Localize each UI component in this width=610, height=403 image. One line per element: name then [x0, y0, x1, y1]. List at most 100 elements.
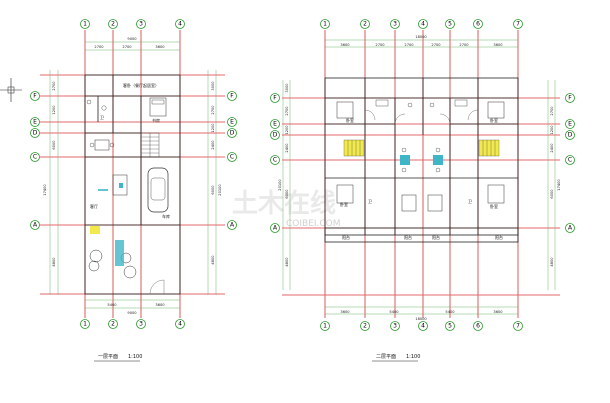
- axis-bubbles-top: 1 2 3 4 5 6 7: [320, 19, 523, 29]
- axis-bubbles-left: F E D C A: [30, 91, 40, 230]
- dim-bottom-4: 3600: [493, 310, 503, 314]
- sofa-icon: [112, 174, 128, 196]
- axis-label: F: [273, 95, 277, 102]
- axis-label: 2: [363, 21, 367, 28]
- watermark-text: 土木在线: [232, 189, 336, 219]
- dimension-lines: [49, 41, 217, 309]
- axis-bubbles-top: 1 2 3 4: [80, 19, 185, 29]
- plan-scale: 1:100: [128, 354, 142, 360]
- room-label-bath: 卫: [468, 199, 472, 204]
- dim-bottom-total: 9000: [127, 311, 137, 315]
- dim-left-4: 6000: [52, 140, 56, 150]
- axis-label: E: [230, 119, 234, 126]
- axis-bubbles-right: F E D C A: [565, 93, 575, 233]
- dimension-lines: [282, 39, 556, 315]
- dining-table-icon: [400, 147, 443, 173]
- dim-right-5: 4800: [550, 257, 554, 267]
- second-floor-plan: 卧室 卧室 卧室 卧室 阳台 阳台 阳台 阳台 卫 卫 18000 3600 2…: [270, 19, 575, 362]
- axis-label: 1: [83, 21, 87, 28]
- room-label-balcony: 阳台: [432, 234, 440, 240]
- plan-title: 一层平面: [98, 354, 118, 360]
- room-label-bedroom: 卧室: [490, 203, 498, 209]
- car-icon: [147, 167, 169, 213]
- axis-label: 5: [448, 323, 452, 330]
- axis-label: 1: [83, 321, 87, 328]
- axis-label: 6: [476, 323, 480, 330]
- axis-label: 2: [363, 323, 367, 330]
- dim-bottom-total: 18000: [415, 317, 427, 321]
- axis-label: 3: [139, 21, 143, 28]
- dim-left-5: 4800: [52, 257, 56, 267]
- axis-label: 6: [476, 21, 480, 28]
- furniture: [336, 99, 505, 212]
- plan-scale: 1:100: [406, 354, 420, 360]
- dim-right-3: 2400: [550, 143, 554, 153]
- room-label-bath: 卫: [100, 115, 104, 120]
- axis-bubbles-left: F E D C A: [270, 93, 280, 233]
- toilet-icon: [101, 105, 107, 111]
- axis-bubbles-bottom: 1 2 3 4 5 6 7: [320, 321, 523, 331]
- axis-grid: [40, 30, 225, 318]
- axis-label: C: [230, 154, 234, 161]
- axis-label: F: [33, 93, 37, 100]
- dim-top-6: 3600: [493, 43, 503, 47]
- dim-left-total: 20100: [278, 179, 282, 191]
- dim-top-4: 2700: [431, 43, 441, 47]
- room-labels: 客卧（餐厅起居室） 卫 书房 客厅 车库: [90, 82, 170, 219]
- room-label-bedroom: 卧室: [346, 117, 354, 123]
- dim-top-3: 2700: [404, 43, 414, 47]
- watermark-subtext: COIBEI.COM: [286, 219, 341, 229]
- walls: [324, 77, 519, 243]
- walls: [84, 74, 181, 295]
- plan-title: 二层平面: [376, 354, 396, 360]
- dim-top-3: 3600: [155, 45, 165, 49]
- dim-right-2: 1200: [550, 125, 554, 135]
- axis-label: 7: [516, 323, 520, 330]
- axis-label: A: [568, 225, 573, 232]
- axis-label: 2: [111, 21, 115, 28]
- dim-left-2: 1200: [52, 105, 56, 115]
- axis-label: 3: [393, 323, 397, 330]
- room-label-living: 客厅: [90, 203, 98, 209]
- dim-left-4: 2400: [285, 143, 289, 153]
- axis-label: 4: [421, 323, 425, 330]
- axis-bubbles-right: F E D C A: [227, 91, 237, 230]
- dim-bottom-3: 5400: [445, 310, 455, 314]
- furniture: [86, 97, 169, 295]
- axis-label: 4: [178, 321, 182, 328]
- dim-right-total: 20100: [218, 184, 222, 196]
- dim-right-4: 6000: [550, 189, 554, 199]
- dim-top-total: 18000: [415, 35, 427, 39]
- room-label-top: 客卧（餐厅起居室）: [123, 82, 159, 88]
- dining-table-icon: [94, 139, 110, 151]
- stair-step: [90, 226, 100, 234]
- dim-bottom-1: 5400: [107, 303, 117, 307]
- axis-label: 2: [111, 321, 115, 328]
- bed-icon: [336, 101, 505, 212]
- axis-label: E: [273, 121, 277, 128]
- dim-right-2: 2700: [211, 105, 215, 115]
- pool: [115, 240, 124, 266]
- axis-label: 7: [516, 21, 520, 28]
- axis-label: 1: [323, 323, 327, 330]
- dim-left-3: 1200: [285, 125, 289, 135]
- axis-label: D: [568, 132, 573, 139]
- axis-bubbles-bottom: 1 2 3 4: [80, 319, 185, 329]
- dim-top-2: 2700: [375, 43, 385, 47]
- axis-label: D: [33, 130, 38, 137]
- room-label-garage: 车库: [162, 213, 170, 219]
- axis-label: C: [568, 157, 572, 164]
- dim-top-1: 3600: [340, 43, 350, 47]
- axis-label: C: [33, 154, 37, 161]
- stair: [343, 139, 500, 157]
- axis-label: F: [230, 93, 234, 100]
- dim-top-1: 2700: [94, 45, 104, 49]
- dim-bottom-2: 5400: [389, 310, 399, 314]
- axis-label: D: [273, 132, 278, 139]
- room-label-balcony: 阳台: [342, 234, 350, 240]
- dim-right-1: 2700: [550, 106, 554, 116]
- axis-label: C: [273, 157, 277, 164]
- dim-top-5: 2700: [459, 43, 469, 47]
- axis-label: A: [33, 222, 38, 229]
